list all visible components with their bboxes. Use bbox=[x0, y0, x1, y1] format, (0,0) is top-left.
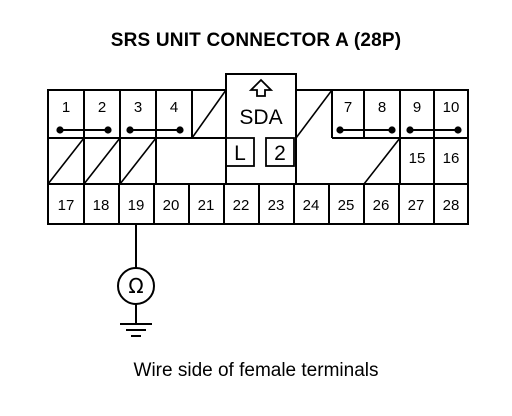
pin-17: 17 bbox=[58, 197, 75, 214]
pin-1: 1 bbox=[62, 99, 70, 116]
lock-arrow-icon bbox=[248, 78, 274, 97]
lock-box-right bbox=[265, 137, 295, 167]
pin-8: 8 bbox=[378, 99, 386, 116]
pin-26: 26 bbox=[373, 197, 390, 214]
box-left-label: L bbox=[234, 142, 246, 165]
ohm-symbol: Ω bbox=[128, 274, 143, 298]
diagram-title: SRS UNIT CONNECTOR A (28P) bbox=[110, 30, 402, 51]
diagram-caption: Wire side of female terminals bbox=[133, 360, 379, 381]
pin-19: 19 bbox=[128, 197, 145, 214]
lock-label: SDA bbox=[239, 106, 282, 129]
pin-24: 24 bbox=[303, 197, 320, 214]
pin-2: 2 bbox=[98, 99, 106, 116]
empty-cavity-marks bbox=[47, 89, 401, 185]
ground-icon bbox=[120, 323, 152, 337]
pin-4: 4 bbox=[170, 99, 178, 116]
lock-box-left bbox=[225, 137, 255, 167]
pin-10: 10 bbox=[443, 99, 460, 116]
shorting-bars bbox=[56, 126, 462, 134]
pin-7: 7 bbox=[344, 99, 352, 116]
pin-23: 23 bbox=[268, 197, 285, 214]
pin-18: 18 bbox=[93, 197, 110, 214]
box-right-label: 2 bbox=[274, 142, 286, 165]
pin-20: 20 bbox=[163, 197, 180, 214]
pin-16: 16 bbox=[443, 150, 460, 167]
pin-28: 28 bbox=[443, 197, 460, 214]
pin-21: 21 bbox=[198, 197, 215, 214]
pin-25: 25 bbox=[338, 197, 355, 214]
pin-9: 9 bbox=[413, 99, 421, 116]
pin-27: 27 bbox=[408, 197, 425, 214]
pin-15: 15 bbox=[409, 150, 426, 167]
pin-3: 3 bbox=[134, 99, 142, 116]
pin-22: 22 bbox=[233, 197, 250, 214]
